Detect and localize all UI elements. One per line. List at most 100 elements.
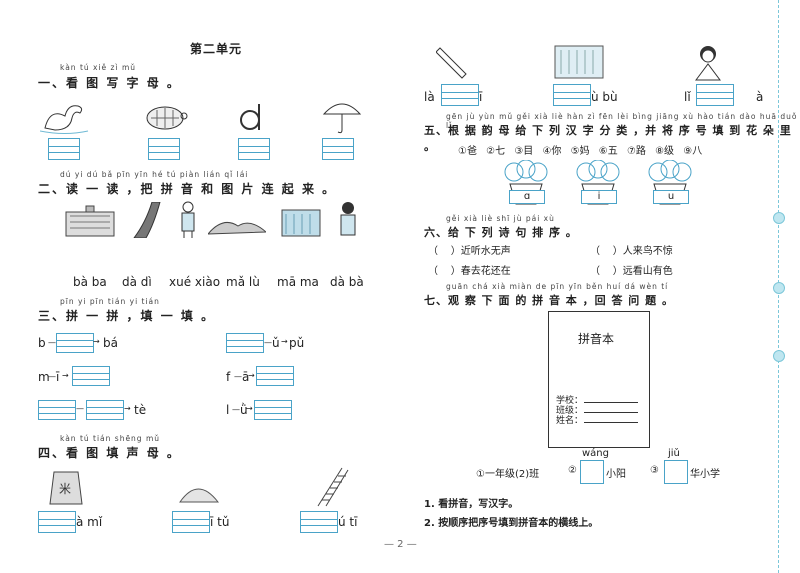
option-3-number: ③ [650,465,659,476]
poem-line-2[interactable]: （ ）人来鸟不惊 [590,246,673,257]
row-c-2: à [756,90,764,104]
item-5: ⑤妈 [570,146,590,157]
basket-label-i: i [581,190,617,204]
dash-icon: — [232,405,240,414]
name-line[interactable] [584,422,638,423]
soil-icon [179,488,220,503]
s3-r2a-mid: ī [56,370,60,384]
s3-pinyin: pīn yi pīn tián yi tián [60,297,160,306]
notebook-field-class: 班级： [556,406,584,416]
poem-line-4[interactable]: （ ）远看山有色 [590,266,673,277]
top-box-2[interactable] [553,84,591,106]
goose-icon [40,105,89,134]
option-3-box[interactable] [664,460,688,484]
s2-word-5: mā ma [277,275,319,289]
s4-box-1[interactable] [38,511,76,533]
s3-r1a-post: bá [103,336,118,350]
s4-box-2[interactable] [172,511,210,533]
s3-r1a-box[interactable] [56,333,94,353]
binding-dot [773,350,785,362]
s2-word-6: dà bà [330,275,364,289]
row-b-1: ù bù [591,90,618,104]
arrow-icon: → [246,404,253,413]
arrow-icon: → [124,404,131,413]
s1-box-4[interactable] [322,138,354,160]
option-2-number: ② [568,465,577,476]
s6-pinyin: gěi xià liè shī jù pái xù [446,214,555,223]
land-icon [208,221,266,235]
s2-word-3: xué xiào [169,275,221,289]
s2-title: 二、读 一 读 ，把 拼 音 和 图 片 连 起 来 。 [38,182,337,196]
s4-b2-text: ī tǔ [210,515,230,529]
s4-b1-text: à mǐ [76,515,103,529]
s3-r2b-box[interactable] [256,366,294,386]
rice-char: 米 [59,482,71,496]
dash-icon: — [48,372,56,381]
s2-word-1: bà ba [73,275,107,289]
dash-icon: — [76,404,84,413]
s5-title: 五、根 据 韵 母 给 下 列 汉 字 分 类 ，并 将 序 号 填 到 花 朵… [424,124,792,153]
dash-icon: — [264,338,272,347]
s3-r3a-box-1[interactable] [38,400,76,420]
basket-label-u: u [653,190,689,204]
arrow-icon: → [93,337,100,346]
option-2-text: 小阳 [606,469,626,480]
s3-r1b-box[interactable] [226,333,264,353]
poem-line-3[interactable]: （ ）春去花还在 [428,266,511,277]
item-1: ①爸 [458,146,477,157]
s4-box-3[interactable] [300,511,338,533]
s7-pinyin: guān chá xià miàn de pīn yīn běn huí dá … [446,282,669,291]
s7-title: 七、观 察 下 面 的 拼 音 本 ，回 答 问 题 。 [424,294,674,307]
s4-b3-text: ú tī [338,515,358,529]
poem-line-1[interactable]: （ ）近听水无声 [428,246,511,257]
item-9: ⑨八 [683,146,703,157]
item-7: ⑦路 [626,146,646,157]
question-1: 1. 看拼音，写汉字。 [424,499,519,510]
top-box-3[interactable] [696,84,734,106]
s2-word-2: dà dì [122,275,152,289]
option-3-text: 华小学 [690,469,720,480]
dash-icon: — [234,372,242,381]
father-icon [181,201,195,238]
s1-title: 一、看 图 写 字 母 。 [38,76,181,90]
item-3: ③目 [514,146,534,157]
arrow-icon: → [62,371,69,380]
ladder-icon [317,467,349,507]
binding-dot [773,282,785,294]
option-2-box[interactable] [580,460,604,484]
s3-r2a-box[interactable] [72,366,110,386]
s3-r1b-post: ǔ [272,336,280,350]
arrow-icon: — [48,338,56,347]
mother-icon [340,202,356,236]
s1-box-1[interactable] [48,138,80,160]
road-icon [133,202,161,238]
item-6: ⑥五 [598,146,618,157]
s3-r3b-mid: ǜ [240,403,248,417]
class-line[interactable] [584,412,638,413]
dam-icon [281,209,321,237]
s6-title: 六、给 下 列 诗 句 排 序 。 [424,226,578,239]
s3-r2a-pre: m [38,370,50,384]
top-box-1[interactable] [441,84,479,106]
rice-bag-icon: 米 [49,471,83,505]
waterfall-icon [554,45,604,79]
school-line[interactable] [584,402,638,403]
pinyin-notebook [548,311,650,448]
s2-pinyin: dú yi dú bǎ pīn yīn hé tú piàn lián qǐ l… [60,170,249,179]
option-2-pinyin: wáng [582,448,609,459]
s3-r2b-pre: f [226,370,231,384]
s3-r3a-box-2[interactable] [86,400,124,420]
row-c-1: lǐ [684,90,691,104]
item-4: ④你 [542,146,562,157]
s1-box-2[interactable] [148,138,180,160]
s2-word-4: mǎ lù [226,275,260,289]
candle-icon [436,47,467,79]
s3-r2b-mid: ā [242,370,250,384]
basket-label-a: ɑ [509,190,545,204]
s4-pinyin: kàn tú tián shēng mǔ [60,434,161,443]
s3-r3b-box[interactable] [254,400,292,420]
s1-box-3[interactable] [238,138,270,160]
arrow-icon: → [281,337,288,346]
s3-r1a-pre: b [38,336,46,350]
school-icon [65,205,115,237]
